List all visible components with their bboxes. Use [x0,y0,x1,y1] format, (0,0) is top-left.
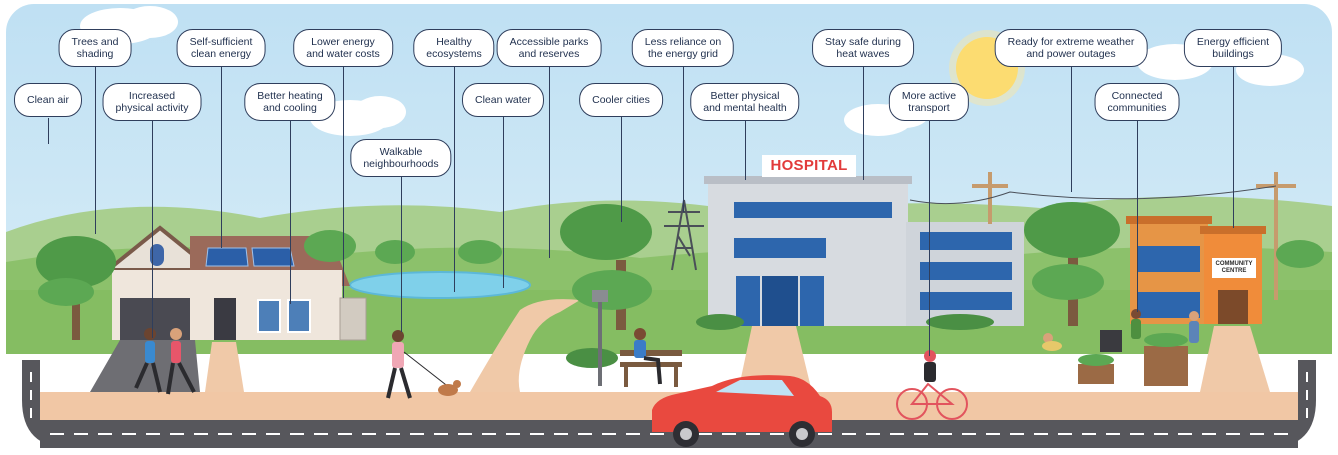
gardeners [1042,309,1199,351]
callout-extreme-weather: Ready for extreme weather and power outa… [994,29,1148,67]
callout-leader [95,62,96,234]
callout-leader [621,116,622,222]
dog-walker [386,330,461,399]
callout-connected-communities: Connected communities [1094,83,1180,121]
centre-path [1200,326,1270,392]
house-path [205,342,244,392]
callout-leader [503,116,504,288]
callout-increased-activity: Increased physical activity [102,83,202,121]
power-lines [909,185,1277,205]
community-centre-sign: COMMUNITY CENTRE [1212,258,1256,278]
hospital-building [704,176,1024,326]
callout-stay-safe-heat: Stay safe during heat waves [812,29,914,67]
community-centre [1126,216,1266,324]
callout-leader [343,62,344,298]
callout-leader [1233,62,1234,228]
callout-clean-air: Clean air [13,83,83,117]
callout-leader [549,62,550,258]
callout-walkable: Walkable neighbourhoods [350,139,452,177]
callout-trees-shading: Trees and shading [58,29,132,67]
callout-leader [863,62,864,180]
callout-leader [683,62,684,212]
pond [349,271,531,299]
car-icon [652,375,832,447]
callout-leader [929,116,930,356]
runners [134,328,196,395]
callout-better-heating-cooling: Better heating and cooling [244,83,336,121]
solar-panel-icon [205,247,295,267]
water-tank [339,297,367,341]
bushes [566,314,994,368]
person-reading [634,328,662,385]
callout-leader [152,116,153,338]
callout-leader [454,62,455,292]
callout-leader [1071,62,1072,192]
callout-leader [1137,116,1138,312]
callout-leader [401,172,402,332]
callout-leader [48,118,49,144]
callout-lower-costs: Lower energy and water costs [293,29,393,67]
callout-leader [745,116,746,180]
callout-less-reliance-grid: Less reliance on the energy grid [631,29,735,67]
callout-self-sufficient-energy: Self-sufficient clean energy [176,29,266,67]
hospital-sign: HOSPITAL [762,155,856,177]
callout-active-transport: More active transport [888,83,970,121]
callout-clean-water: Clean water [461,83,545,117]
callout-cooler-cities: Cooler cities [579,83,663,117]
park-path [470,299,580,392]
garden-beds [1078,330,1188,386]
park-bench [620,350,682,387]
callout-leader [221,62,222,248]
callout-energy-efficient: Energy efficient buildings [1183,29,1283,67]
lamp-post [592,290,608,386]
callout-accessible-parks: Accessible parks and reserves [496,29,602,67]
power-pylon [664,199,704,271]
cyclist [896,350,968,420]
tree-icon [36,202,1324,340]
callout-healthy-ecosystems: Healthy ecosystems [413,29,495,67]
callout-better-health: Better physical and mental health [690,83,800,121]
callout-leader [290,116,291,304]
